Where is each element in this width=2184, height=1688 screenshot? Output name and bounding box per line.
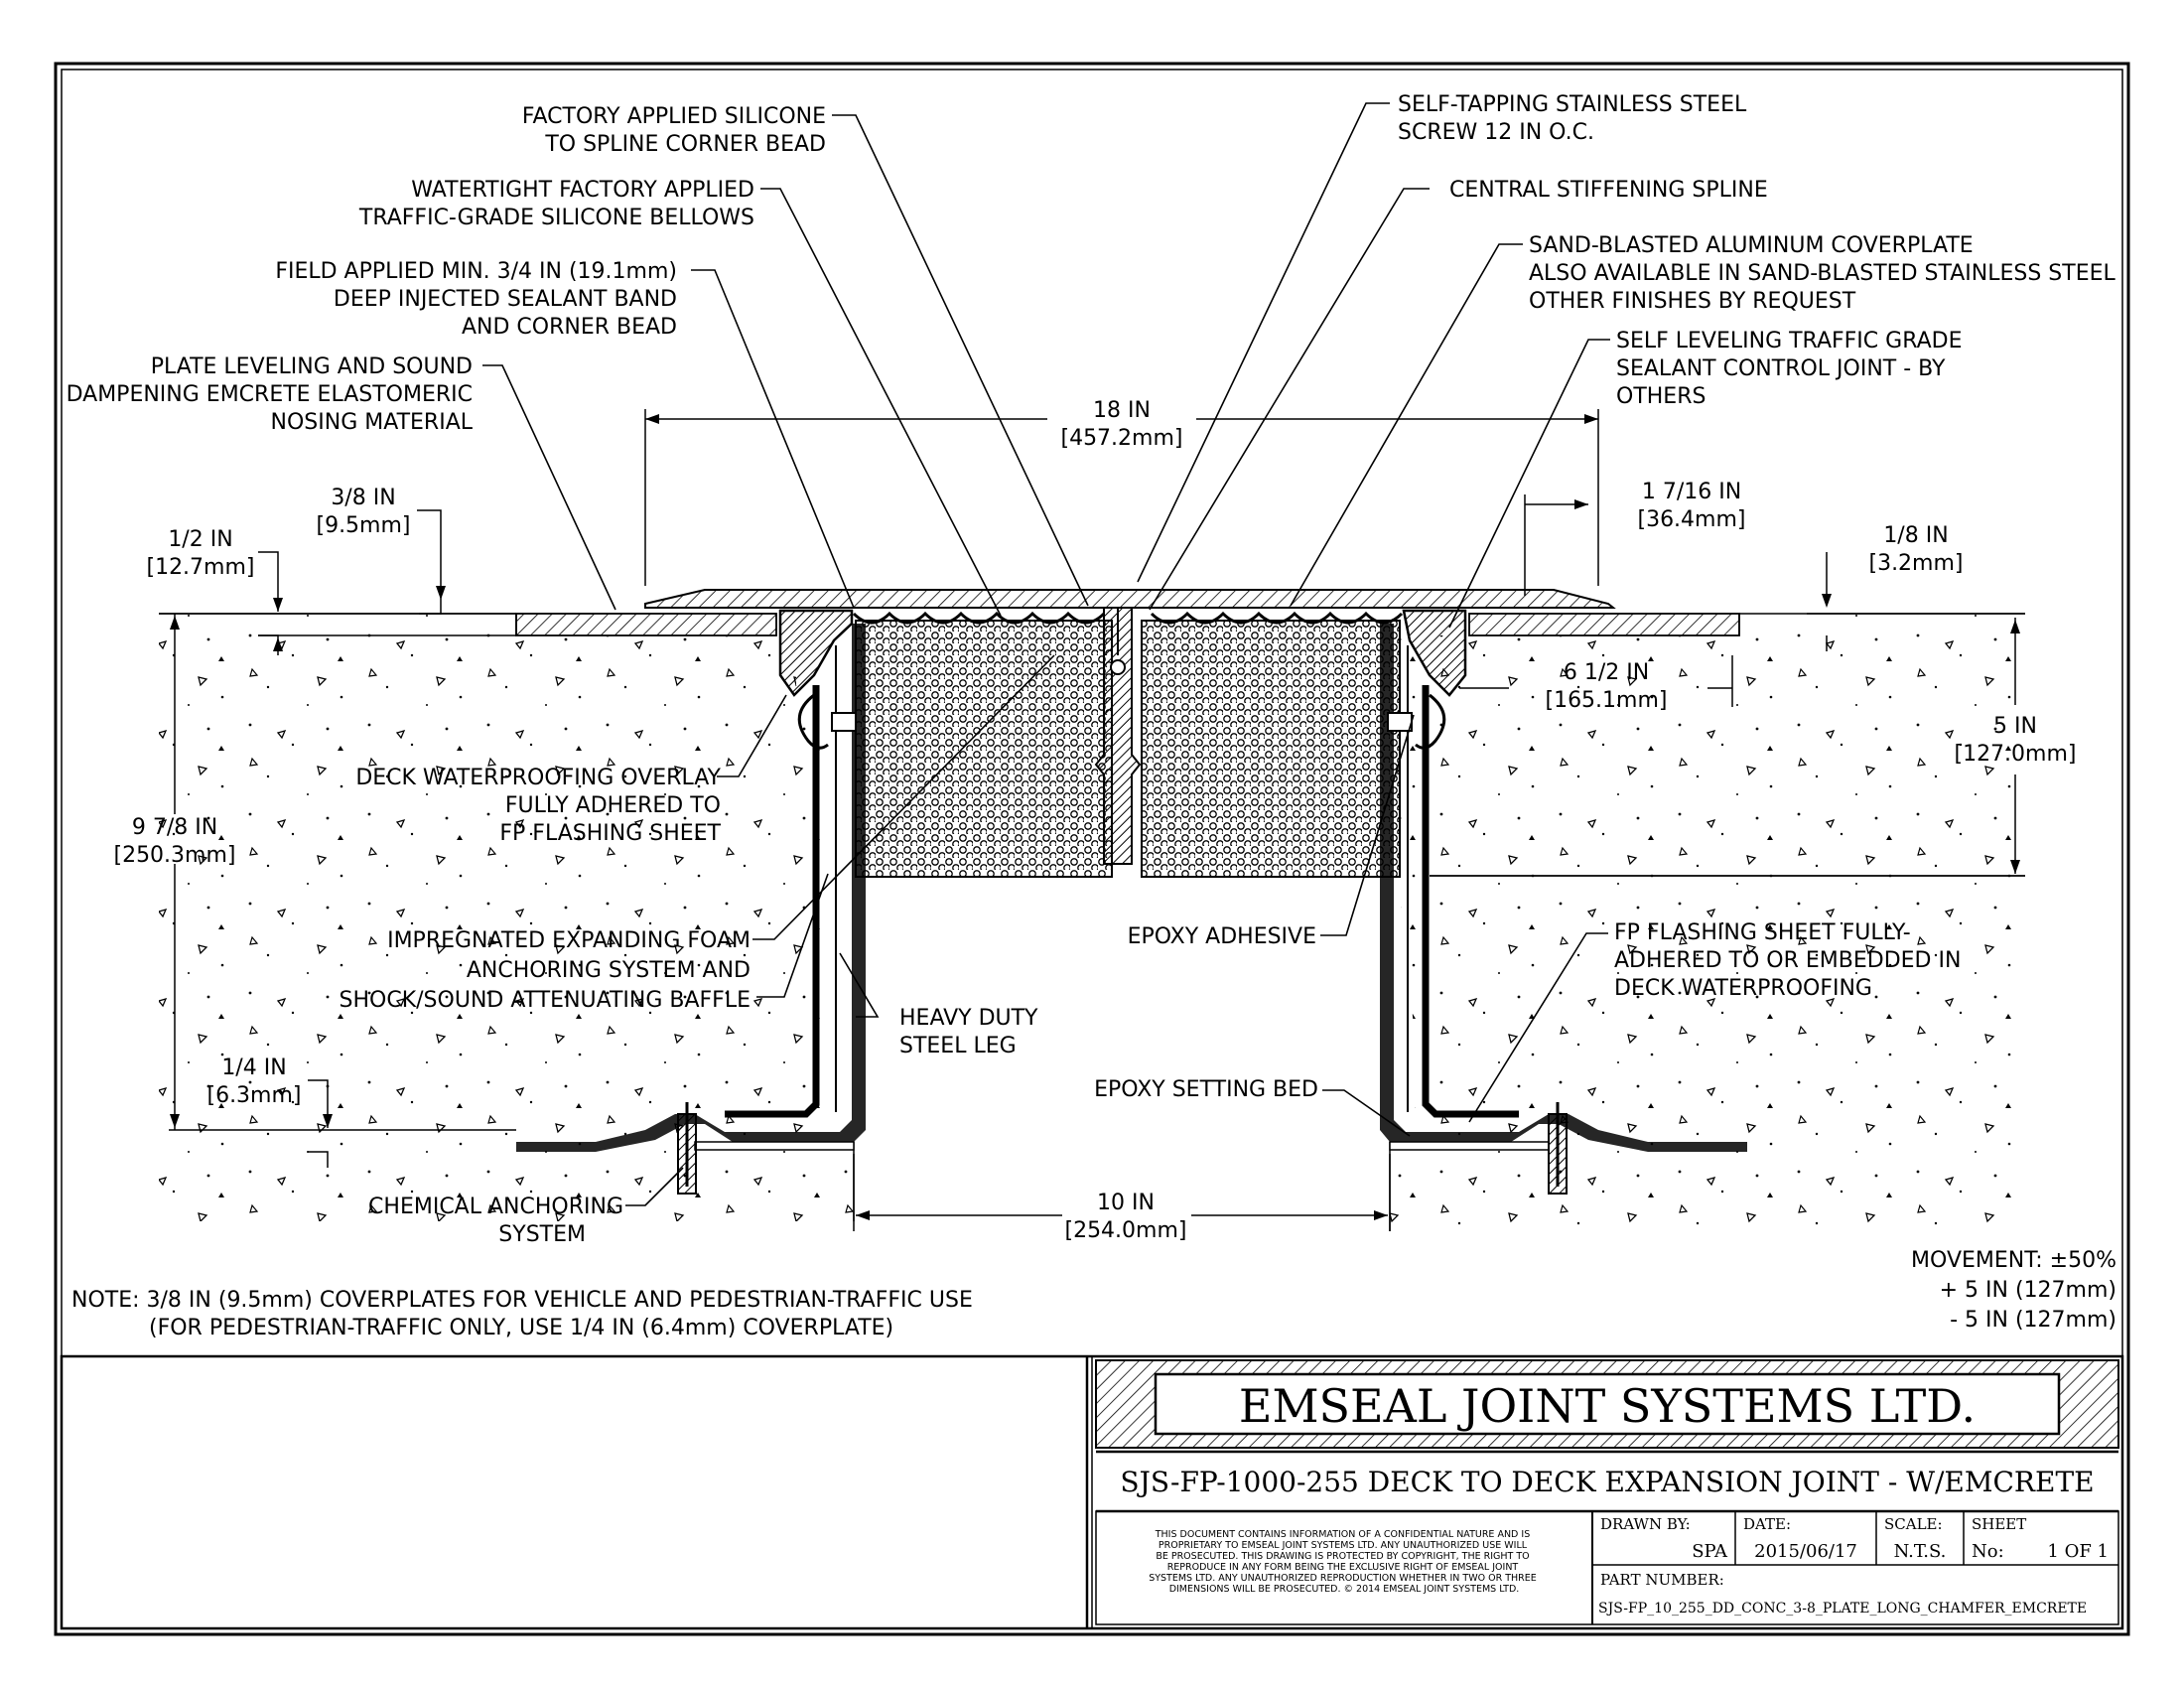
drawing-title: SJS-FP-1000-255 DECK TO DECK EXPANSION J… — [1120, 1466, 2094, 1498]
central-spline — [1094, 607, 1142, 865]
drawn-by-label: DRAWN BY: — [1600, 1515, 1691, 1533]
coverplate — [644, 589, 1616, 609]
right-foam-block — [1141, 620, 1401, 878]
scale-label: SCALE: — [1884, 1515, 1943, 1533]
right-nosing — [1468, 613, 1740, 636]
dim-1-7-16in: 1 7/16 IN[36.4mm] — [1637, 480, 1745, 532]
dim-6-1-2in: 6 1/2 IN[165.1mm] — [1545, 660, 1667, 713]
dim-9-7-8in: 9 7/8 IN[250.3mm] — [113, 815, 235, 868]
callout-epoxy-bed: EPOXY SETTING BED — [1094, 1077, 1318, 1102]
movement-text: MOVEMENT: ±50%+ 5 IN (127mm)- 5 IN (127m… — [1911, 1248, 2116, 1333]
callout-fp-flashing: FP FLASHING SHEET FULLY-ADHERED TO OR EM… — [1614, 920, 1961, 1001]
right-bellows — [1150, 611, 1404, 625]
part-number-label: PART NUMBER: — [1600, 1571, 1724, 1589]
right-epoxy-bed — [1389, 1141, 1550, 1151]
dim-1-2in: 1/2 IN[12.7mm] — [146, 527, 254, 580]
callout-central-spline: CENTRAL STIFFENING SPLINE — [1449, 178, 1768, 203]
sheet-label: SHEET — [1972, 1515, 2026, 1533]
disclaimer: THIS DOCUMENT CONTAINS INFORMATION OF A … — [1149, 1529, 1540, 1595]
left-epoxy-bed — [694, 1141, 855, 1151]
dimension-labels: 18 IN[457.2mm] 3/8 IN[9.5mm] 1/2 IN[12.7… — [113, 398, 2076, 1243]
title-block: EMSEAL JOINT SYSTEMS LTD. SJS-FP-1000-25… — [60, 1354, 2124, 1630]
drawn-by-value: SPA — [1692, 1541, 1728, 1562]
left-foam-block — [855, 620, 1113, 878]
left-sealant-band — [778, 609, 854, 697]
date-value: 2015/06/17 — [1754, 1541, 1857, 1562]
company-name: EMSEAL JOINT SYSTEMS LTD. — [1239, 1379, 1976, 1433]
leader-lines — [482, 102, 1610, 1206]
dim-1-8in: 1/8 IN[3.2mm] — [1868, 523, 1963, 576]
dim-10in: 10 IN[254.0mm] — [1064, 1191, 1186, 1243]
sheet-value: 1 OF 1 — [2047, 1541, 2109, 1562]
outer-border — [54, 62, 2130, 1636]
left-nosing — [515, 613, 777, 636]
right-sealant-band — [1402, 609, 1467, 697]
dim-5in: 5 IN[127.0mm] — [1954, 714, 2076, 767]
left-bellows — [852, 611, 1106, 625]
left-chemical-anchor — [677, 1102, 697, 1195]
right-steel-leg — [1380, 624, 1747, 1152]
callout-field-sealant: FIELD APPLIED MIN. 3/4 IN (19.1mm)DEEP I… — [275, 259, 677, 340]
dim-1-4in: 1/4 IN[6.3mm] — [206, 1055, 301, 1108]
callout-epoxy-adhesive: EPOXY ADHESIVE — [1128, 924, 1316, 949]
dim-18in: 18 IN[457.2mm] — [1060, 398, 1182, 451]
right-chemical-anchor — [1548, 1102, 1568, 1195]
dim-3-8in: 3/8 IN[9.5mm] — [316, 486, 410, 538]
dimension-arrows — [170, 414, 2020, 1220]
sheet-no-label: No: — [1972, 1541, 2004, 1562]
left-steel-leg — [516, 624, 866, 1152]
note-text: NOTE: 3/8 IN (9.5mm) COVERPLATES FOR VEH… — [71, 1288, 973, 1340]
date-label: DATE: — [1743, 1515, 1791, 1533]
scale-value: N.T.S. — [1894, 1541, 1947, 1562]
part-number-value: SJS-FP_10_255_DD_CONC_3-8_PLATE_LONG_CHA… — [1598, 1601, 2087, 1617]
